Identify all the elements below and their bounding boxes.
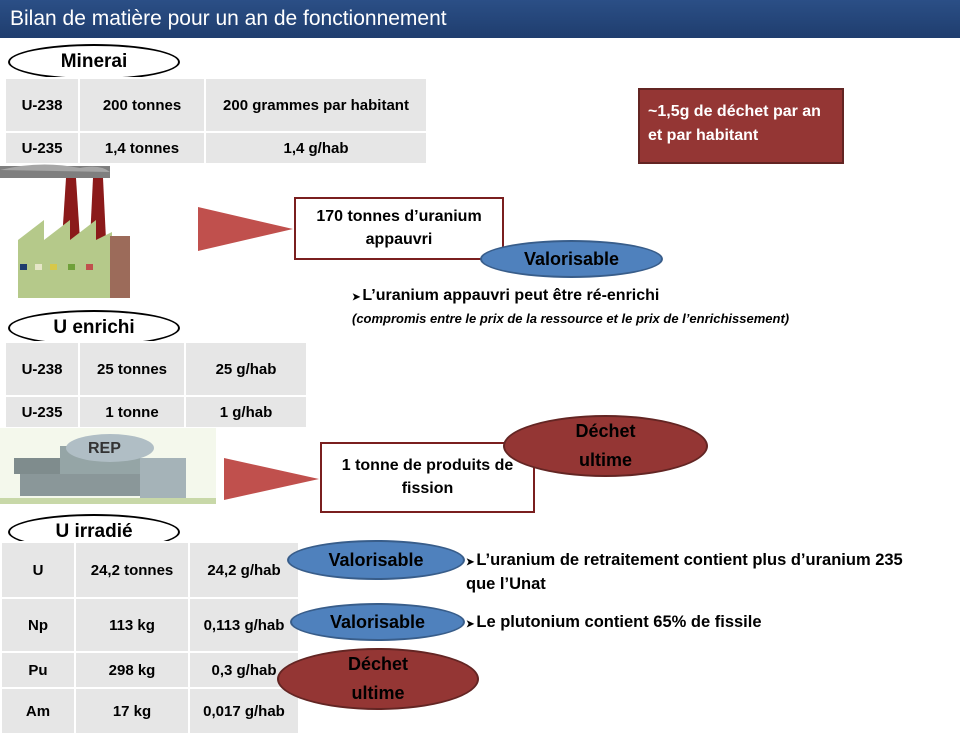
table-row: Am 17 kg 0,017 g/hab [0,687,300,735]
table-cell: 0,017 g/hab [188,687,300,735]
table-cell: 298 kg [74,651,190,689]
minerai-table: U-238 200 tonnes 200 grammes par habitan… [4,77,428,165]
enrichment-tradeoff-note: (compromis entre le prix de la ressource… [352,311,790,326]
table-cell: 17 kg [74,687,190,735]
table-cell: 200 tonnes [78,77,206,133]
table-cell: 25 g/hab [184,341,308,397]
table-cell: 1,4 tonnes [78,131,206,165]
depleted-uranium-box: 170 tonnes d’uranium appauvri [294,197,504,260]
plutonium-note-text: Le plutonium contient 65% de fissile [476,613,762,631]
table-cell: U-235 [4,395,80,429]
arrow-icon [198,207,293,251]
table-cell: Pu [0,651,76,689]
table-cell: 1 tonne [78,395,186,429]
table-cell: U-235 [4,131,80,165]
rep-label: REP [88,440,121,457]
depleted-uranium-note-text: L’uranium appauvri peut être ré-enrichi [362,287,660,304]
table-row: U-238 200 tonnes 200 grammes par habitan… [4,77,428,133]
table-cell: 24,2 tonnes [74,541,190,599]
table-cell: 25 tonnes [78,341,186,397]
uranium-valorisable-tag: Valorisable [287,540,465,580]
table-row: U-235 1,4 tonnes 1,4 g/hab [4,131,428,165]
waste-per-capita-note: ~1,5g de déchet par an et par habitant [638,88,844,164]
plutonium-note: ➤Le plutonium contient 65% de fissile [466,613,762,632]
table-cell: Np [0,597,76,653]
bullet-arrow-icon: ➤ [352,292,361,303]
minerai-label: Minerai [8,44,180,80]
final-waste-tag: Déchet ultime [503,415,708,477]
table-cell: 113 kg [74,597,190,653]
fission-products-box: 1 tonne de produits de fission [320,442,535,513]
table-cell: 1 g/hab [184,395,308,429]
table-row: Pu 298 kg 0,3 g/hab [0,651,300,689]
factory-icon [0,164,130,298]
depleted-uranium-note: ➤L’uranium appauvri peut être ré-enrichi [352,287,659,305]
table-cell: Am [0,687,76,735]
table-cell: 1,4 g/hab [204,131,428,165]
table-cell: U-238 [4,77,80,133]
americium-final-waste-tag: Déchet ultime [277,648,479,710]
reprocessed-uranium-note-text: L’uranium de retraitement contient plus … [466,551,903,593]
table-row: U-235 1 tonne 1 g/hab [4,395,308,429]
reactor-icon: REP [0,428,216,504]
table-row: U-238 25 tonnes 25 g/hab [4,341,308,397]
table-cell: 0,113 g/hab [188,597,300,653]
arrow-icon [224,458,319,500]
irradiated-uranium-table: U 24,2 tonnes 24,2 g/hab Np 113 kg 0,113… [0,541,300,735]
table-cell: U-238 [4,341,80,397]
table-row: Np 113 kg 0,113 g/hab [0,597,300,653]
plutonium-valorisable-tag: Valorisable [290,603,465,641]
bullet-arrow-icon: ➤ [466,619,475,630]
table-row: U 24,2 tonnes 24,2 g/hab [0,541,300,599]
valorisable-tag: Valorisable [480,240,663,278]
table-cell: U [0,541,76,599]
table-cell: 200 grammes par habitant [204,77,428,133]
slide-title: Bilan de matière pour un an de fonctionn… [0,0,960,38]
bullet-arrow-icon: ➤ [466,557,475,568]
reprocessed-uranium-note: ➤L’uranium de retraitement contient plus… [466,549,936,597]
table-cell: 24,2 g/hab [188,541,300,599]
enriched-uranium-table: U-238 25 tonnes 25 g/hab U-235 1 tonne 1… [4,341,308,429]
